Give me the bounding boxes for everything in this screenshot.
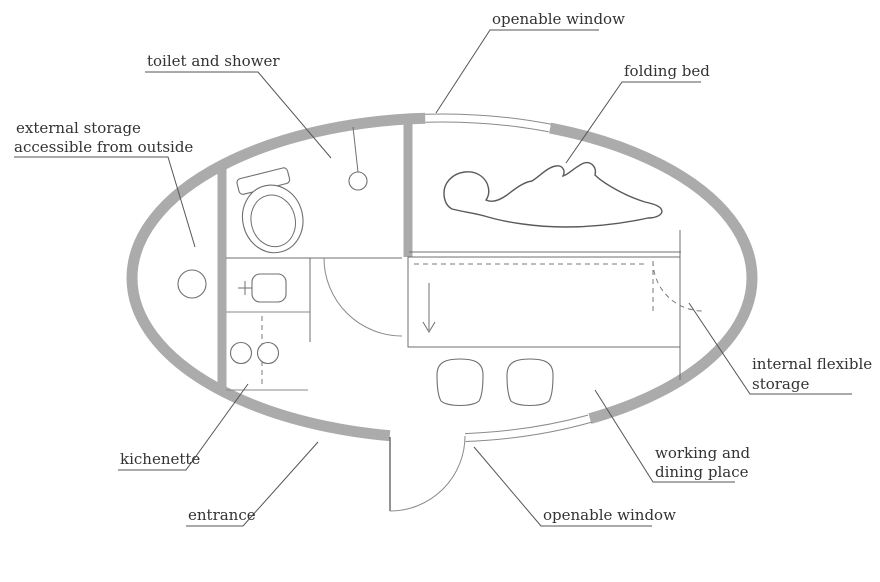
kitchenette	[226, 258, 311, 391]
window-top-inner-line	[425, 121, 549, 133]
label-text-kitchenette: kichenette	[120, 450, 200, 468]
chairs	[436, 358, 554, 407]
capsule-shell	[126, 109, 758, 512]
burner-left	[229, 341, 253, 365]
shower-hose-line	[352, 126, 359, 173]
leader-folding-bed	[565, 81, 701, 164]
sink	[251, 273, 287, 303]
leader-openable-window-top	[435, 29, 599, 114]
leader-entrance	[186, 441, 319, 527]
label-text-working-dining-line2: dining place	[655, 463, 749, 481]
leader-openable-window-bottom	[473, 446, 652, 527]
shower-head	[348, 171, 368, 191]
label-entrance: entrance	[186, 441, 319, 527]
label-folding-bed: folding bed	[565, 62, 710, 164]
toilet-bowl-outer	[241, 184, 304, 254]
bed-area	[409, 161, 681, 380]
window-bottom-inner-line	[464, 414, 589, 435]
label-working-and-dining: working and dining place	[594, 389, 751, 483]
external-storage	[177, 269, 207, 299]
interior-walls	[217, 120, 413, 389]
label-kitchenette: kichenette	[118, 383, 249, 471]
label-toilet-and-shower: toilet and shower	[145, 52, 332, 159]
window-gap-top	[424, 109, 552, 136]
toilet	[236, 167, 304, 254]
entrance-door	[389, 435, 466, 512]
entrance-gap	[389, 427, 466, 446]
label-text-external-storage-line1: external storage	[16, 119, 141, 137]
external-storage-circle	[177, 269, 207, 299]
label-openable-window-bottom: openable window	[473, 446, 676, 527]
label-text-folding-bed: folding bed	[624, 62, 710, 80]
bathroom-door-swing-arc	[323, 257, 403, 337]
leader-internal-flexible-storage	[688, 302, 852, 395]
label-text-openable-window-bottom: openable window	[543, 506, 676, 524]
toilet-bowl-inner	[250, 194, 296, 248]
leader-toilet-and-shower	[145, 71, 332, 159]
openable-window-bottom-glazing	[464, 414, 592, 442]
table-area	[407, 256, 704, 348]
bathroom	[226, 126, 403, 337]
label-text-toilet-and-shower: toilet and shower	[147, 52, 280, 70]
person-silhouette	[443, 161, 663, 228]
label-text-external-storage-line2: accessible from outside	[14, 138, 193, 156]
label-text-working-dining-line1: working and	[655, 444, 751, 462]
label-external-storage: external storage accessible from outside	[14, 119, 196, 248]
label-text-entrance: entrance	[188, 506, 256, 524]
arrow-down-icon	[422, 321, 436, 333]
openable-window-top-glazing	[424, 113, 552, 133]
internal-storage-dashed-arc	[652, 260, 704, 312]
window-bottom-outer-line	[465, 421, 592, 442]
label-text-internal-storage-line1: internal flexible	[752, 355, 872, 373]
chair-left	[436, 358, 484, 407]
chair-right	[506, 358, 554, 407]
annotations: openable window toilet and shower foldin…	[14, 10, 872, 527]
window-top-outer-line	[424, 113, 552, 125]
door-swing-arc	[389, 435, 466, 512]
label-internal-flexible-storage: internal flexible storage	[688, 302, 872, 395]
leader-working-and-dining	[594, 389, 735, 483]
leader-kitchenette	[118, 383, 249, 471]
label-openable-window-top: openable window	[435, 10, 625, 114]
window-gap-bottom	[464, 410, 593, 446]
leader-external-storage	[14, 156, 196, 248]
label-text-internal-storage-line2: storage	[752, 375, 809, 393]
burner-right	[256, 341, 280, 365]
table-outline	[407, 256, 681, 348]
label-text-openable-window-top: openable window	[492, 10, 625, 28]
